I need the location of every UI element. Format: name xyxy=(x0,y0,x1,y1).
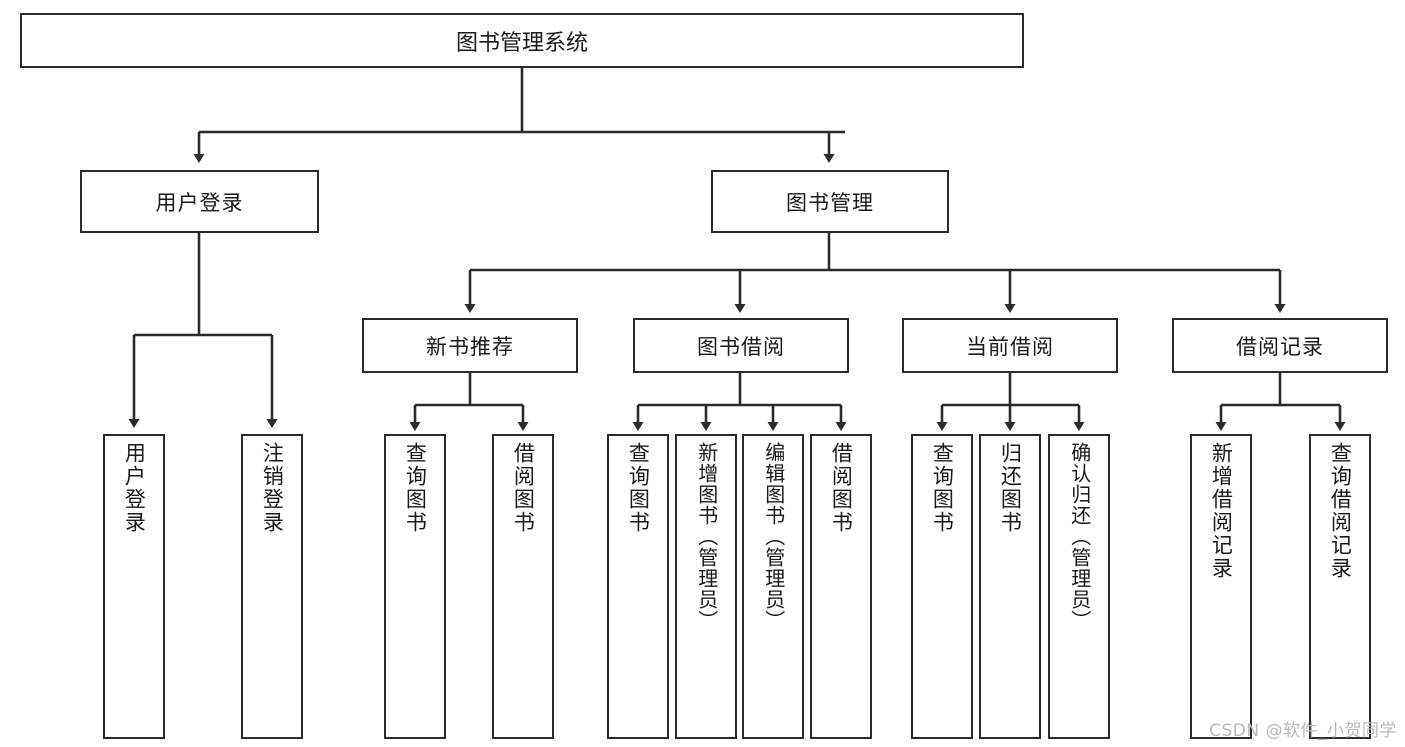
leaf-query-borrow-record[interactable]: 查询借阅记录 xyxy=(1309,434,1371,739)
node-root-book-management-system[interactable]: 图书管理系统 xyxy=(20,13,1024,68)
leaf-edit-book-admin[interactable]: 编辑图书（管理员） xyxy=(742,434,804,739)
watermark: CSDN @软件_小贺同学 xyxy=(1209,721,1397,741)
leaf-borrow-book[interactable]: 借阅图书 xyxy=(810,434,872,739)
leaf-add-borrow-record[interactable]: 新增借阅记录 xyxy=(1190,434,1252,739)
node-new-book-recommend[interactable]: 新书推荐 xyxy=(362,318,578,373)
leaf-return-book[interactable]: 归还图书 xyxy=(979,434,1041,739)
node-label: 用户登录 xyxy=(155,190,244,215)
leaf-confirm-return-admin[interactable]: 确认归还（管理员） xyxy=(1048,434,1110,739)
leaf-label: 编辑图书（管理员） xyxy=(761,442,786,631)
leaf-label: 借阅图书 xyxy=(511,442,536,534)
leaf-label: 查询图书 xyxy=(626,442,651,534)
node-label: 新书推荐 xyxy=(426,334,514,359)
leaf-label: 查询图书 xyxy=(930,442,955,534)
leaf-borrow-book-recommend[interactable]: 借阅图书 xyxy=(492,434,554,739)
leaf-label: 新增图书（管理员） xyxy=(694,442,719,631)
leaf-label: 注销登录 xyxy=(260,442,285,534)
node-label: 借阅记录 xyxy=(1236,334,1324,359)
node-label: 图书借阅 xyxy=(697,334,785,359)
node-user-login[interactable]: 用户登录 xyxy=(80,170,319,233)
leaf-user-login[interactable]: 用户登录 xyxy=(103,434,165,739)
leaf-label: 用户登录 xyxy=(122,442,147,534)
leaf-query-book-borrow[interactable]: 查询图书 xyxy=(607,434,669,739)
leaf-query-book-recommend[interactable]: 查询图书 xyxy=(384,434,446,739)
node-label: 当前借阅 xyxy=(966,334,1054,359)
leaf-query-book-current[interactable]: 查询图书 xyxy=(911,434,973,739)
leaf-label: 归还图书 xyxy=(998,442,1023,534)
node-current-borrow[interactable]: 当前借阅 xyxy=(902,318,1118,373)
leaf-label: 借阅图书 xyxy=(829,442,854,534)
leaf-label: 查询借阅记录 xyxy=(1328,442,1353,580)
leaf-label: 确认归还（管理员） xyxy=(1067,442,1092,631)
node-label: 图书管理系统 xyxy=(455,30,588,56)
node-book-management[interactable]: 图书管理 xyxy=(711,170,949,233)
node-label: 图书管理 xyxy=(786,190,874,215)
leaf-label: 新增借阅记录 xyxy=(1209,442,1234,580)
leaf-logout[interactable]: 注销登录 xyxy=(241,434,303,739)
node-borrow-record[interactable]: 借阅记录 xyxy=(1172,318,1388,373)
node-book-borrow[interactable]: 图书借阅 xyxy=(633,318,849,373)
leaf-label: 查询图书 xyxy=(403,442,428,534)
leaf-add-book-admin[interactable]: 新增图书（管理员） xyxy=(675,434,737,739)
